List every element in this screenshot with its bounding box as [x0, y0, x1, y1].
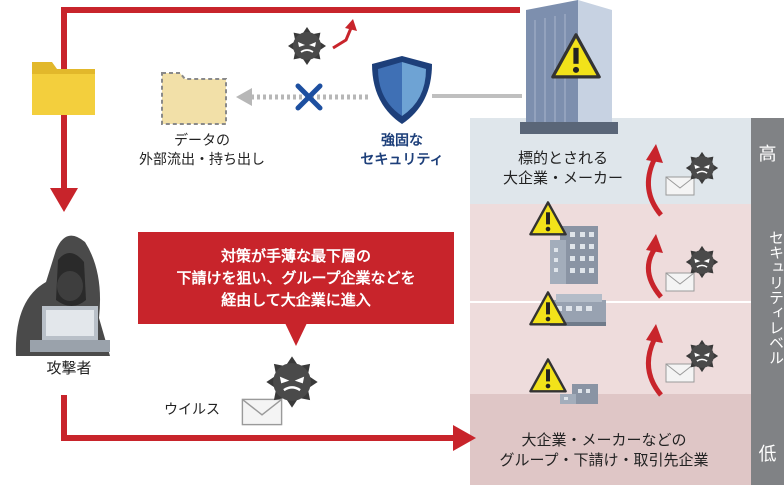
attacker-label: 攻撃者: [46, 359, 92, 377]
security-level-bar: [751, 118, 784, 485]
right-arrow-head: [453, 425, 476, 451]
small-building-icon: [560, 384, 598, 404]
envelope-icon-2: [665, 272, 695, 292]
office-building-icon: [550, 226, 598, 284]
virus-icon-2: [685, 245, 719, 279]
security-level-low: 低: [758, 444, 777, 465]
virus-icon-deflected: [287, 26, 327, 66]
callout-line-3: 経由して大企業に進入: [221, 290, 371, 309]
skyscraper-icon: [520, 0, 618, 134]
laptop-icon: [30, 306, 110, 352]
top-red-arrow: [61, 7, 520, 190]
folder-icon: [32, 62, 95, 115]
security-level-high: 高: [758, 144, 777, 165]
cross-icon: [295, 83, 323, 111]
callout-line-1: 対策が手薄な最下層の: [220, 247, 371, 265]
security-level-label: セキュリティレベル: [767, 229, 784, 365]
envelope-icon-1: [665, 176, 695, 196]
blocked-arrow-head: [236, 88, 252, 106]
envelope-icon-virus: [241, 398, 283, 426]
shield-icon: [372, 56, 432, 124]
curve-arrow-1: [645, 338, 663, 397]
tier-bottom: [470, 394, 751, 485]
callout-box: 対策が手薄な最下層の 下請けを狙い、グループ企業などを 経由して大企業に進入: [138, 232, 454, 324]
callout-line-2: 下請けを狙い、グループ企業などを: [176, 268, 416, 287]
curve-arrow-3: [645, 158, 663, 217]
target-company-label: 標的とされる 大企業・メーカー: [502, 149, 623, 188]
security-label: 強固な セキュリティ: [360, 133, 444, 168]
dashed-folder-icon: [161, 72, 227, 125]
bottom-red-arrow: [61, 395, 455, 441]
curve-arrow-2: [645, 248, 663, 299]
virus-label: ウイルス: [164, 402, 220, 418]
data-theft-label: データの 外部流出・持ち出し: [139, 133, 265, 168]
deflect-arrow: [332, 27, 353, 50]
envelope-icon-3: [665, 363, 695, 383]
virus-icon-main: [265, 355, 319, 409]
down-arrow-head: [50, 188, 78, 212]
bottom-tier-label: 大企業・メーカーなどの グループ・下請け・取引先企業: [499, 431, 709, 470]
virus-icon-1: [685, 151, 719, 185]
virus-icon-3: [685, 339, 719, 373]
factory-icon: [550, 294, 606, 326]
callout-pointer: [285, 323, 307, 346]
